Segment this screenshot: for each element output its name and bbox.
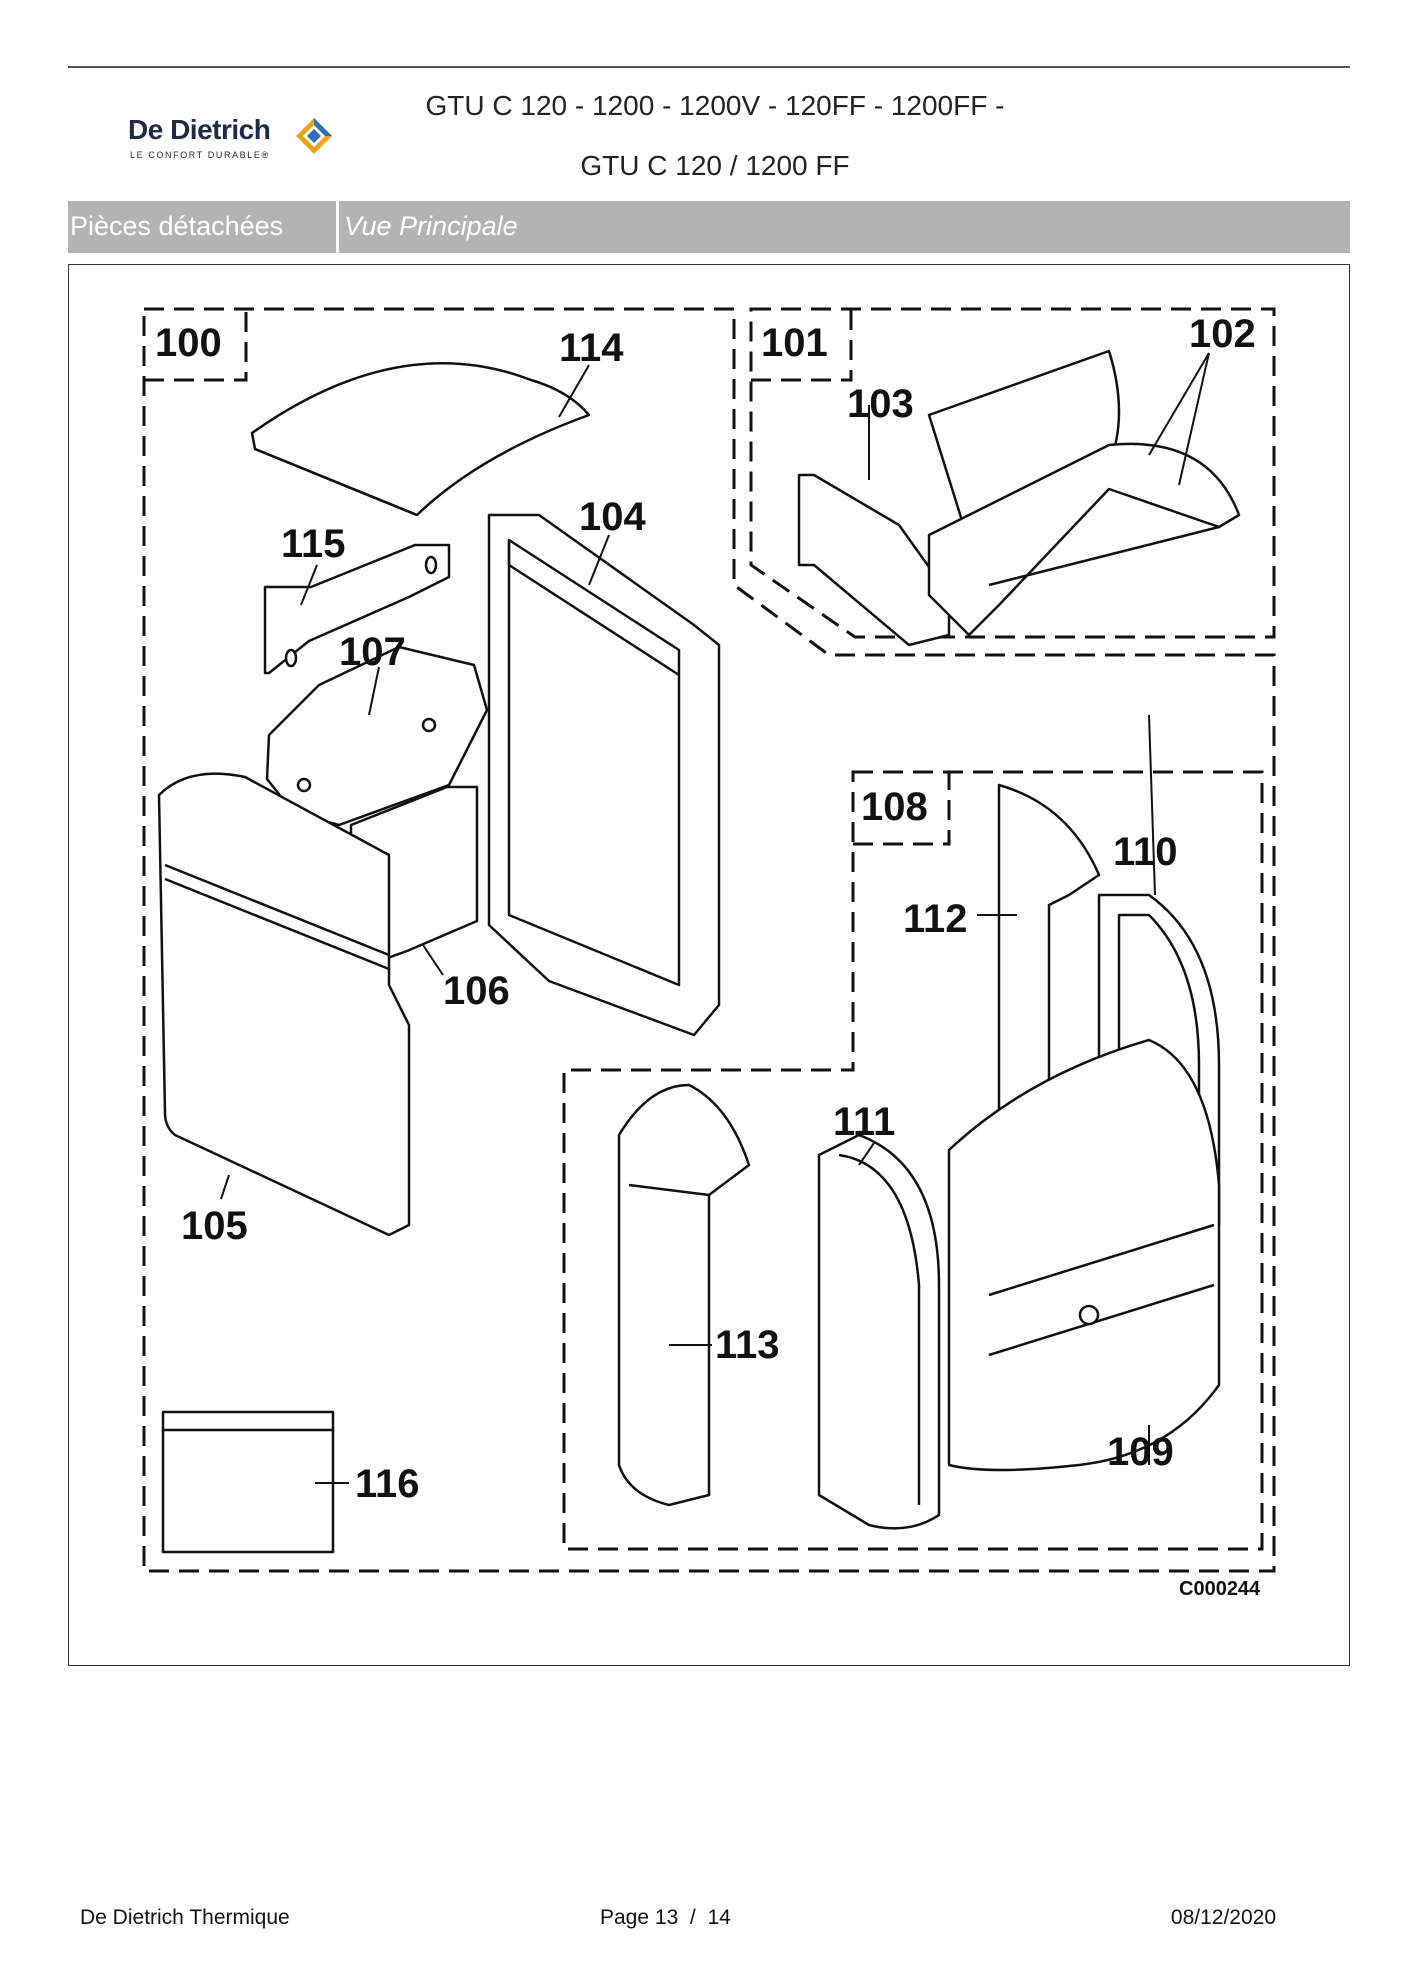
label-115: 115 [281,522,346,566]
part-113-side-trim [617,1083,751,1507]
leader-114 [558,364,590,418]
part-114-top-cover [250,361,591,517]
label-105: 105 [181,1204,248,1248]
section-category: Pièces détachées [70,211,284,241]
label-102: 102 [1189,312,1256,356]
part-111-side-panel [817,1133,941,1530]
section-view-title: Vue Principale [344,211,518,241]
logo-wordmark: De Dietrich [128,114,271,145]
label-103: 103 [847,382,914,426]
part-109-front-casing [947,1038,1221,1472]
diagram-frame: 100 101 102 103 104 105 106 107 108 109 … [68,264,1350,1666]
footer-date: 08/12/2020 [1170,1906,1276,1929]
logo-tagline: LE CONFORT DURABLE® [130,150,270,160]
part-104-chassis-frame [487,513,721,1037]
leader-106 [422,944,444,976]
footer-company: De Dietrich Thermique [80,1906,290,1929]
label-110: 110 [1113,830,1178,874]
group-108-tag-box [853,772,951,846]
group-100-tag-box [144,309,248,382]
label-111: 111 [833,1100,895,1144]
label-113: 113 [715,1323,780,1367]
document-title-line-2: GTU C 120 / 1200 FF [580,150,850,181]
leader-110 [1148,714,1156,896]
label-108: 108 [861,785,928,829]
page-separator: / [689,1906,696,1929]
leader-102a [1148,352,1210,456]
leader-102b [1178,352,1210,486]
label-100: 100 [155,321,222,365]
document-title-line-1: GTU C 120 - 1200 - 1200V - 120FF - 1200F… [425,90,1005,121]
leader-104 [588,534,610,586]
label-109: 109 [1107,1430,1174,1474]
part-103-support-bracket [797,473,951,647]
leader-115 [300,564,318,606]
group-100-boundary [142,307,1276,1573]
label-104: 104 [579,495,646,539]
section-band: Pièces détachées Vue Principale [68,201,1350,253]
header-rule [68,66,1350,68]
leader-111 [858,1142,875,1166]
part-112-side-strip [997,783,1101,1117]
leader-107 [368,666,380,716]
group-108-boundary [562,770,1264,1551]
exploded-parts-diagram: 100 101 102 103 104 105 106 107 108 109 … [142,307,1276,1600]
page-label: Page [600,1906,650,1929]
part-115-bracket [263,543,451,675]
footer-page-indicator: Page 13 / 14 [600,1906,760,1930]
part-116-document-pouch [161,1410,335,1554]
group-101-tag-box [751,309,853,382]
label-114: 114 [559,326,624,370]
label-106: 106 [443,969,510,1013]
leader-105 [220,1174,230,1200]
label-116: 116 [355,1462,420,1506]
logo-diamond-icon [296,118,332,154]
drawing-code: C000244 [1179,1578,1261,1600]
label-101: 101 [761,321,828,365]
label-112: 112 [903,897,968,941]
brand-logo: De Dietrich LE CONFORT DURABLE® [128,110,348,166]
band-separator [336,201,339,253]
page-total: 14 [707,1906,731,1929]
group-101-boundary [749,307,1276,639]
label-107: 107 [339,630,406,674]
page-current: 13 [654,1906,679,1929]
